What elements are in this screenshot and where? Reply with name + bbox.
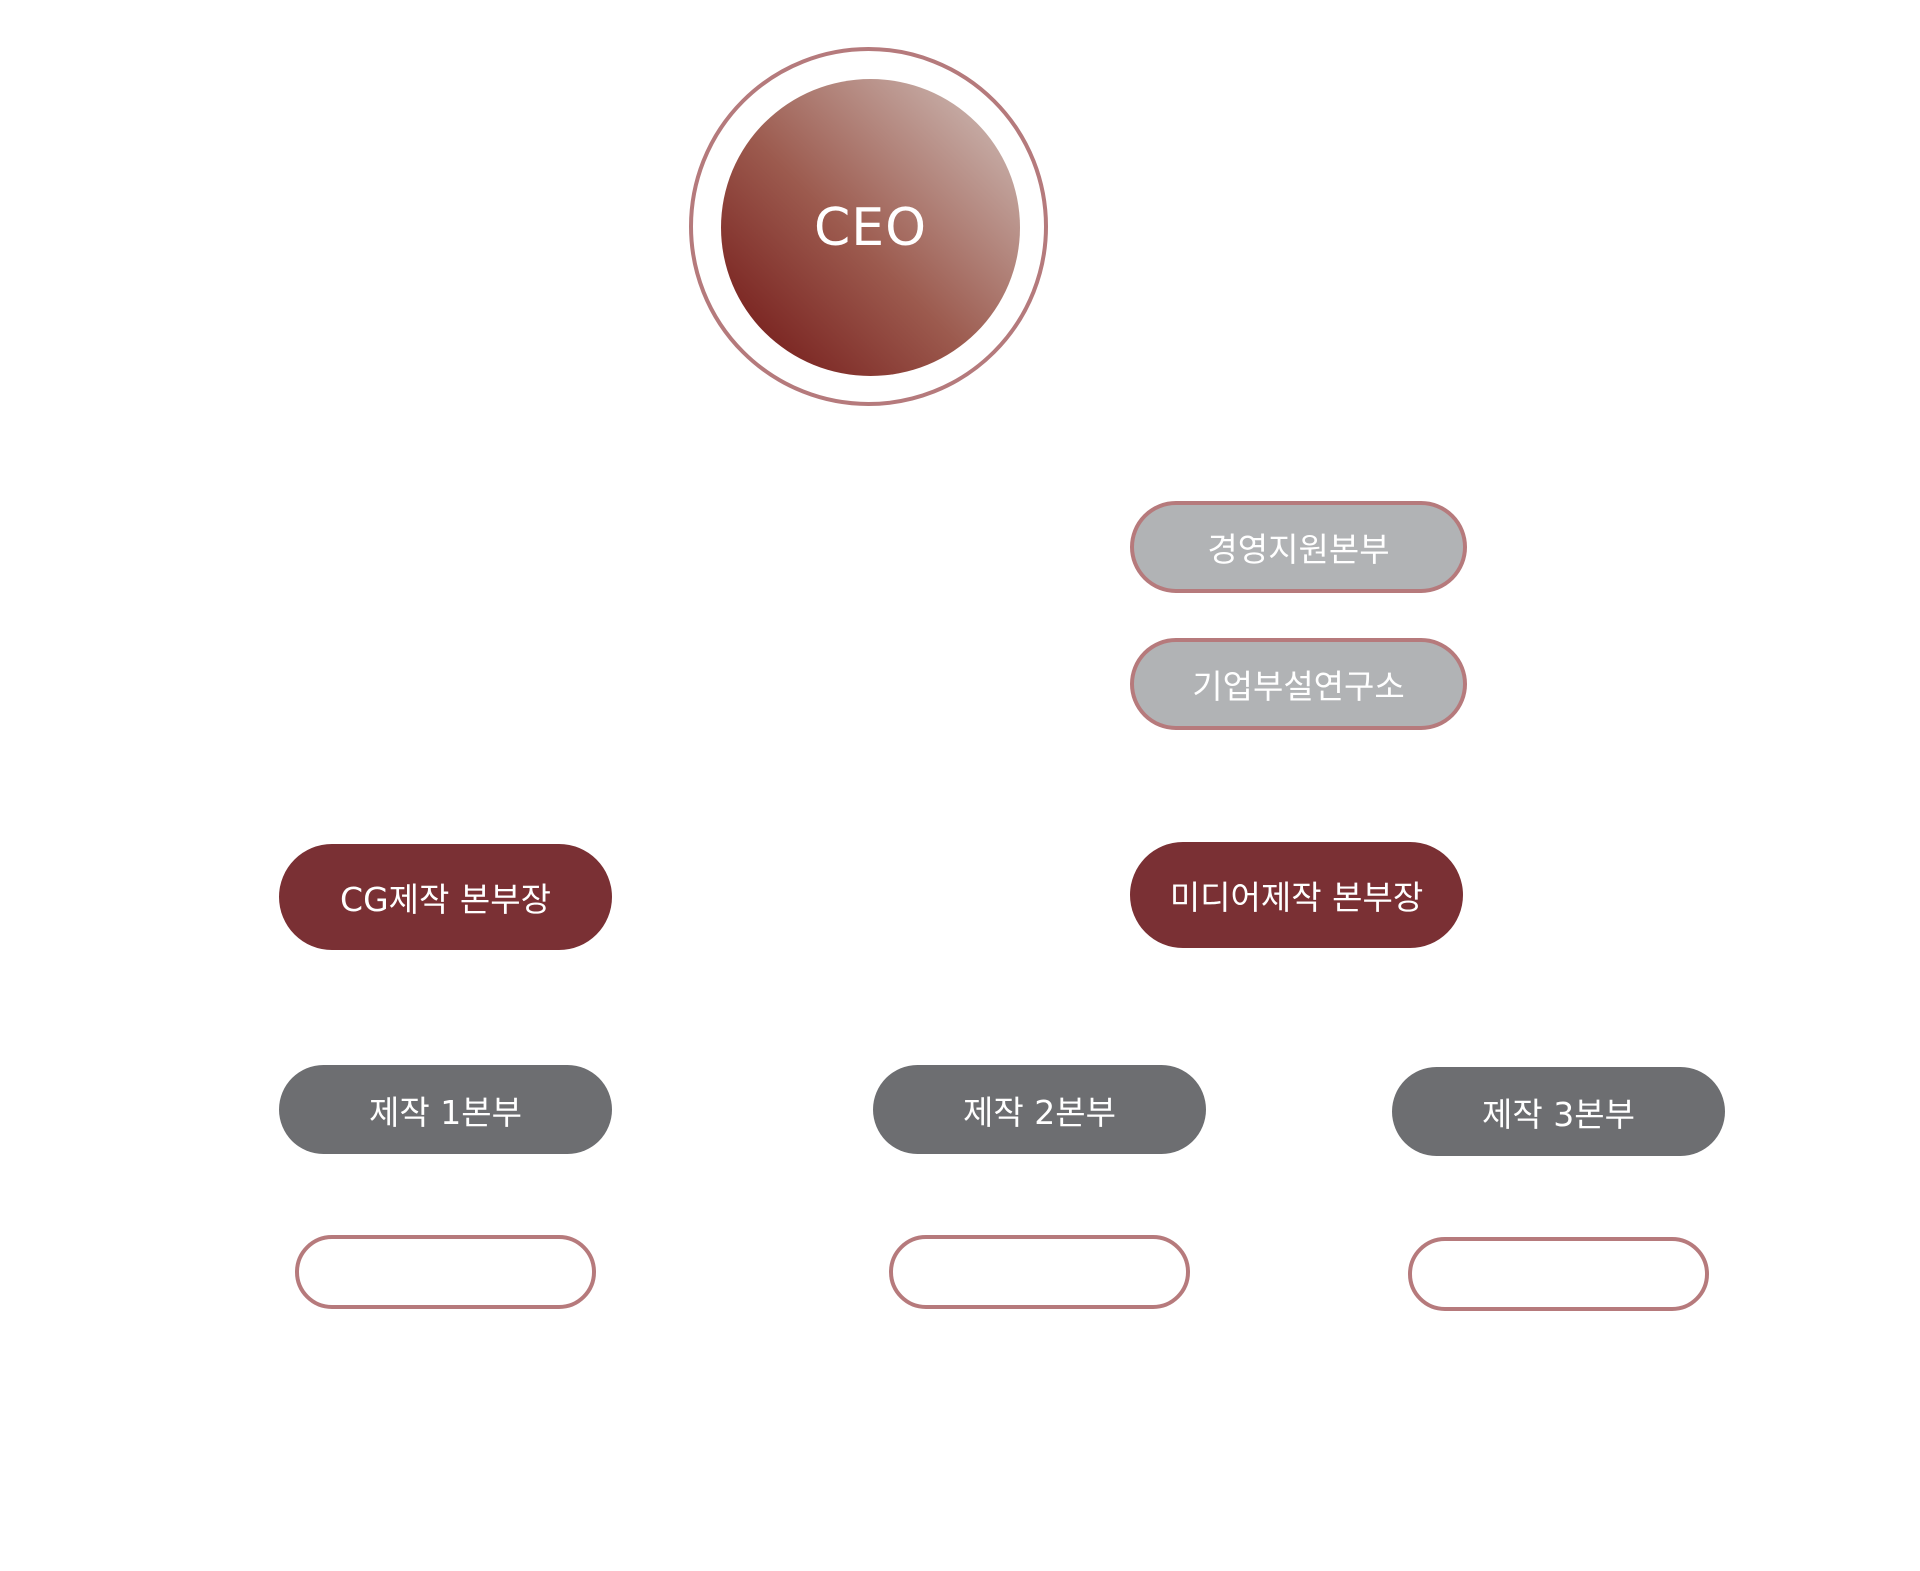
support-unit-management: 경영지원본부 xyxy=(1130,501,1467,593)
department-1: 제작 1본부 xyxy=(279,1065,612,1154)
department-label: 제작 3본부 xyxy=(1482,1094,1635,1134)
department-label: 제작 1본부 xyxy=(369,1092,522,1132)
division-head-label: 미디어제작 본부장 xyxy=(1169,878,1424,917)
division-head-media: 미디어제작 본부장 xyxy=(1130,842,1463,948)
division-head-label: CG제작 본부장 xyxy=(340,880,551,919)
support-unit-label: 경영지원본부 xyxy=(1207,530,1390,569)
empty-team-node-2 xyxy=(889,1235,1190,1309)
department-label: 제작 2본부 xyxy=(963,1092,1116,1132)
support-unit-research-lab: 기업부설연구소 xyxy=(1130,638,1467,730)
empty-team-node-1 xyxy=(295,1235,596,1309)
ceo-node: CEO xyxy=(721,79,1020,376)
ceo-label: CEO xyxy=(813,197,928,258)
department-3: 제작 3본부 xyxy=(1392,1067,1725,1156)
division-head-cg: CG제작 본부장 xyxy=(279,844,612,950)
department-2: 제작 2본부 xyxy=(873,1065,1206,1154)
empty-team-node-3 xyxy=(1408,1237,1709,1311)
support-unit-label: 기업부설연구소 xyxy=(1192,667,1405,706)
